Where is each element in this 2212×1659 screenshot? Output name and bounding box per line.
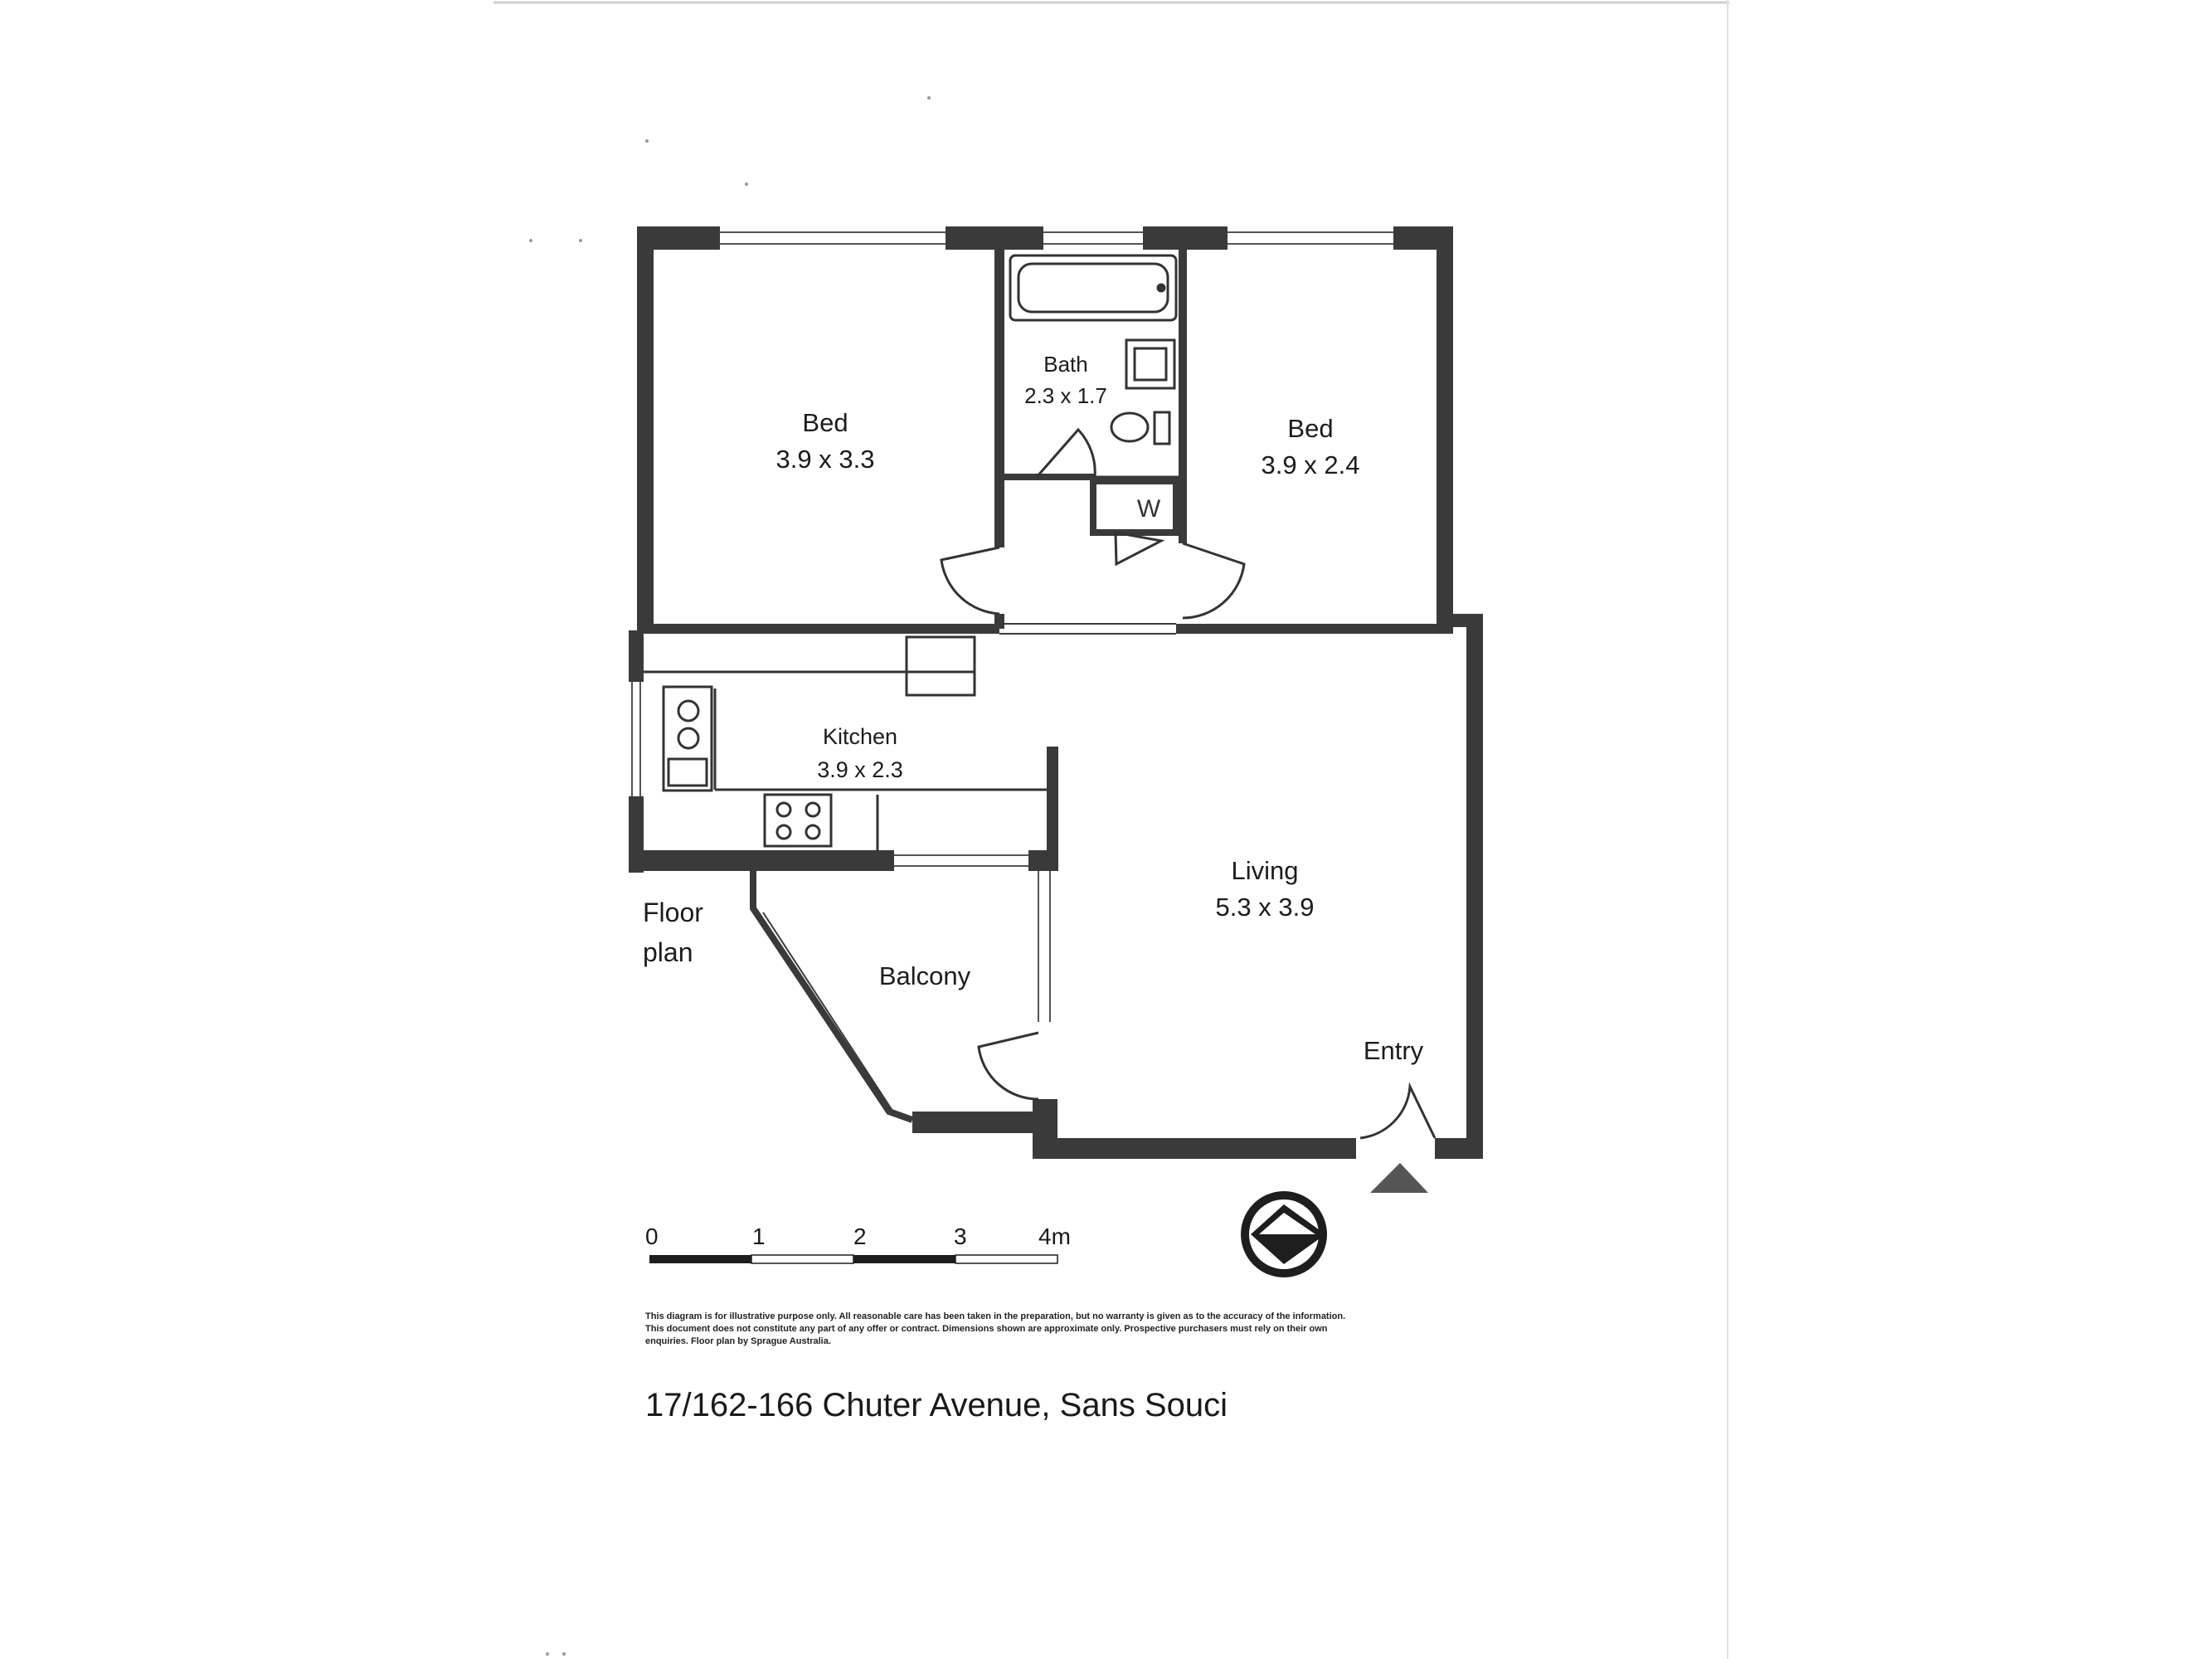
kitchen-fixtures	[644, 635, 1047, 850]
scale-tick-2: 2	[853, 1224, 867, 1249]
svg-text:W: W	[1137, 495, 1161, 523]
scale-tick-0: 0	[645, 1224, 659, 1249]
interior-walls	[637, 246, 1453, 635]
scale-tick-1: 1	[752, 1224, 766, 1249]
scan-specks	[529, 96, 931, 1656]
sink	[662, 685, 713, 792]
scale-bar	[649, 1254, 1058, 1264]
disclaimer-text: This diagram is for illustrative purpose…	[645, 1311, 1346, 1346]
property-address: 17/162-166 Chuter Avenue, Sans Souci	[645, 1387, 1228, 1423]
windows	[631, 231, 1393, 1022]
entry-marker	[1370, 1163, 1428, 1193]
bath-fixtures: W	[1009, 254, 1178, 523]
door-swings	[940, 427, 1437, 1140]
outer-walls	[629, 226, 1483, 1159]
scale-tick-3: 3	[954, 1224, 967, 1249]
room-label-balcony: Balcony	[878, 961, 971, 990]
bath-vanity	[1125, 338, 1176, 390]
balcony-outline	[750, 871, 914, 1123]
room-label-entry: Entry	[1363, 1036, 1424, 1065]
compass-icon	[1241, 1191, 1327, 1277]
scale-tick-4m: 4m	[1038, 1224, 1071, 1249]
toilet	[1110, 411, 1150, 443]
cooktop	[763, 793, 833, 848]
bathtub	[1009, 254, 1178, 322]
